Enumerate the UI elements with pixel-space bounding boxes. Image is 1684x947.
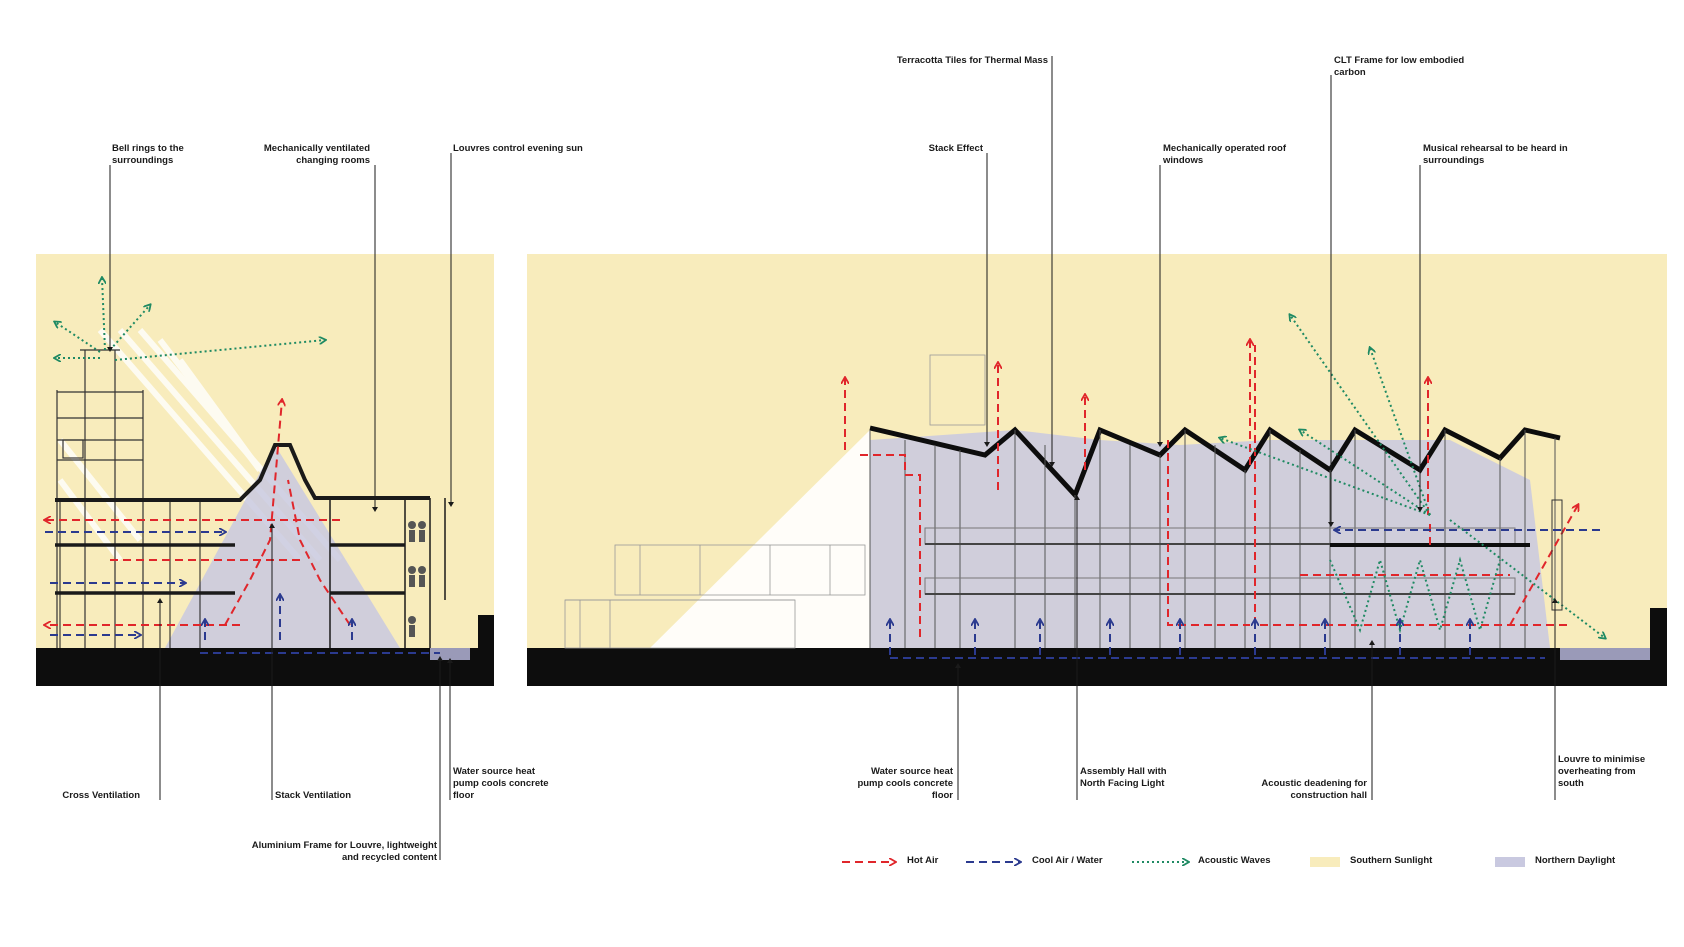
right-balconies (924, 527, 1530, 595)
right-light-wedge (650, 430, 870, 648)
label-stack-ventilation: Stack Ventilation (275, 790, 352, 801)
label-stack-effect: Stack Effect (928, 143, 983, 154)
label-assembly-hall: Assembly Hall with North Facing Light (1080, 766, 1167, 789)
left-section (36, 254, 494, 686)
right-northern-daylight (870, 430, 1550, 648)
legend-southern-label: Southern Sunlight (1350, 855, 1433, 866)
right-ghost-building (564, 354, 986, 649)
label-aluminium-frame: Aluminium Frame for Louvre, lightweight … (251, 840, 437, 863)
right-pond (1560, 648, 1650, 660)
left-cool-air-arrows (45, 532, 440, 654)
left-acoustic-arrows (55, 278, 325, 360)
right-ground (527, 648, 1667, 686)
label-mech-vent-changing: Mechanically ventilated changing rooms (263, 143, 370, 166)
right-acoustic-arrows (1220, 315, 1605, 638)
leader-lines (107, 56, 1558, 860)
label-musical-rehearsal: Musical rehearsal to be heard in surroun… (1423, 143, 1568, 166)
left-northern-daylight (165, 445, 400, 648)
legend-hot-air-label: Hot Air (907, 855, 939, 866)
left-building (55, 443, 446, 648)
label-clt-frame: CLT Frame for low embodied carbon (1334, 55, 1465, 78)
label-cross-ventilation: Cross Ventilation (62, 790, 140, 801)
right-louvre (1551, 499, 1563, 611)
label-water-source-right: Water source heat pump cools concrete fl… (857, 766, 953, 801)
bell-tower (56, 349, 144, 648)
legend-cool-air-label: Cool Air / Water (1032, 855, 1103, 866)
left-wall-edge (478, 615, 494, 648)
legend-southern-swatch (1310, 857, 1340, 867)
label-louvre-overheating: Louvre to minimise overheating from sout… (1558, 754, 1646, 789)
label-acoustic-deadening: Acoustic deadening for construction hall (1261, 778, 1367, 801)
legend-northern-swatch (1495, 857, 1525, 867)
right-wall-edge (1650, 608, 1667, 648)
legend-northern-label: Northern Daylight (1535, 855, 1616, 866)
right-hot-air-arrows (845, 340, 1578, 640)
left-ground (36, 648, 494, 686)
legend (842, 857, 1525, 867)
label-louvres-evening: Louvres control evening sun (453, 143, 583, 154)
label-terracotta: Terracotta Tiles for Thermal Mass (896, 55, 1048, 66)
label-bell-rings: Bell rings to the surroundings (112, 143, 184, 166)
legend-acoustic-label: Acoustic Waves (1198, 855, 1271, 866)
left-figures (408, 521, 426, 637)
right-section (527, 254, 1667, 686)
label-mech-roof-windows: Mechanically operated roof windows (1163, 143, 1287, 166)
label-water-source-left: Water source heat pump cools concrete fl… (453, 766, 549, 801)
right-cool-air-arrows (890, 530, 1600, 659)
